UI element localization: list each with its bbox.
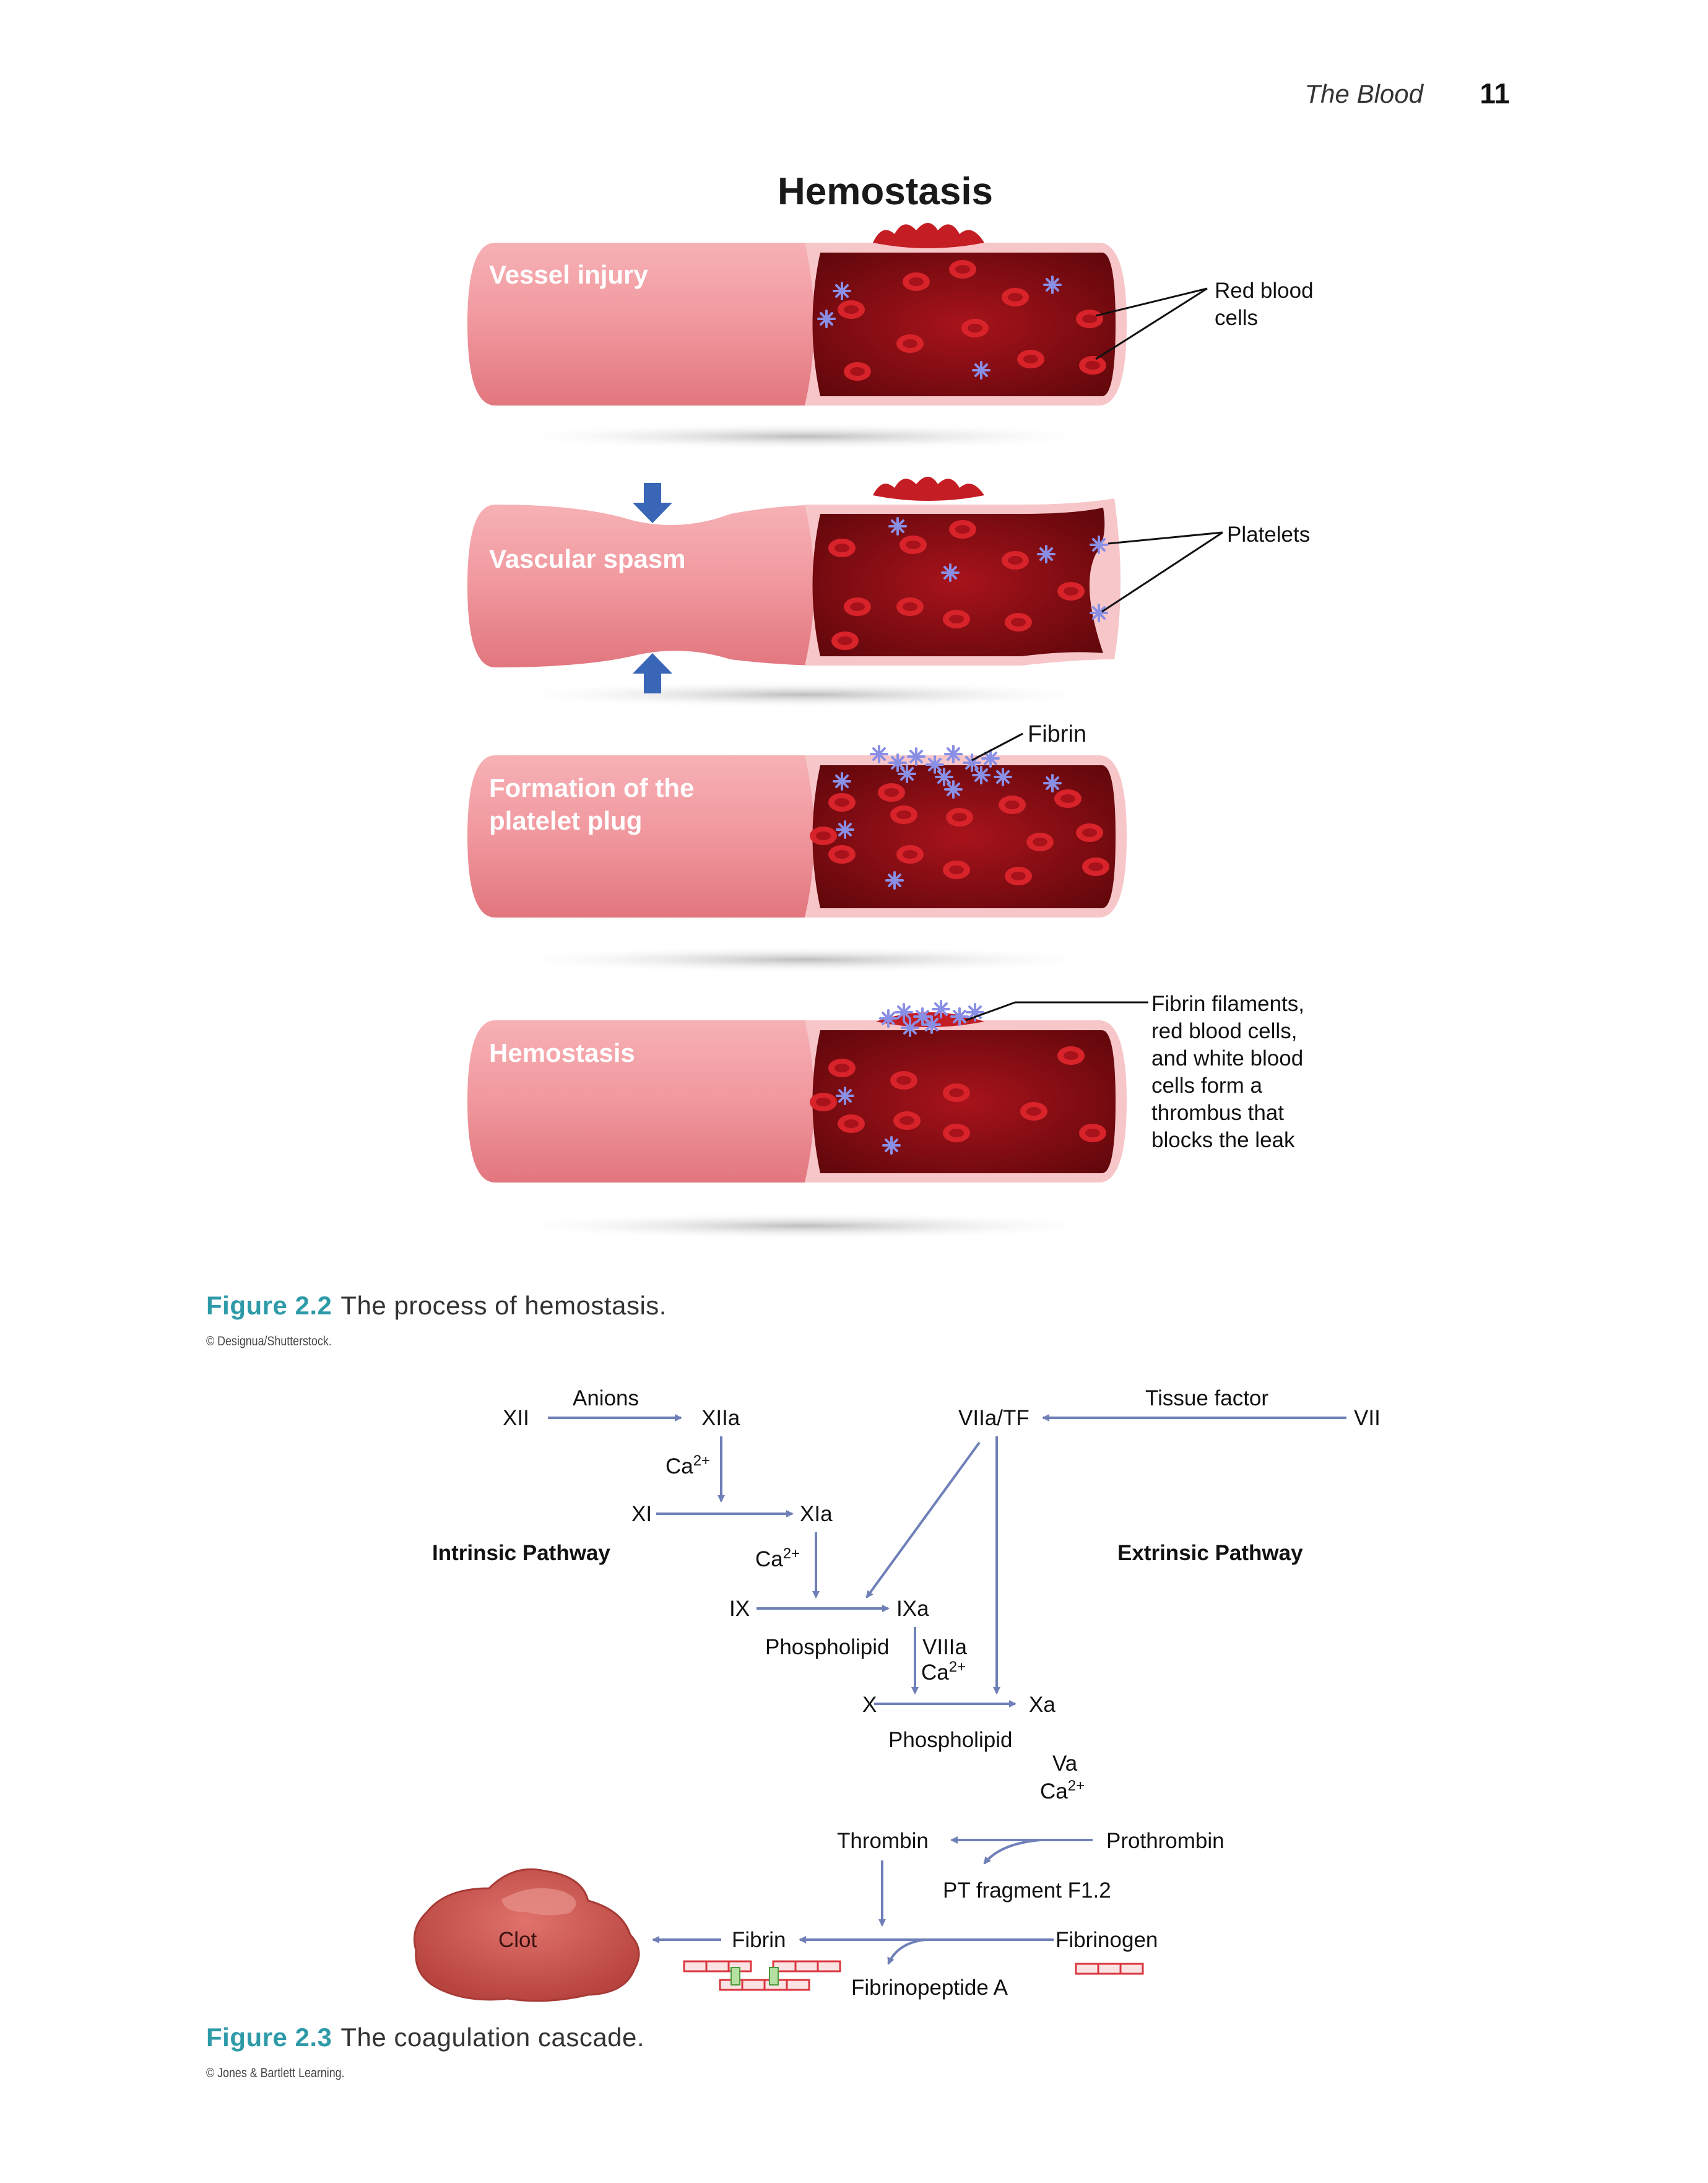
figure-2-2-label: Figure 2.2 [206, 1291, 332, 1320]
stage-label-vascular-spasm: Vascular spasm [489, 544, 686, 573]
node-ca-2-base: Ca [755, 1547, 783, 1571]
callout-red-blood-cells-line2: cells [1215, 306, 1258, 330]
fibrin-crosslink-icon [730, 1967, 779, 1986]
stage-vessel-injury [467, 223, 1127, 450]
node-ca-1: Ca2+ [665, 1452, 710, 1478]
callout-thrombus-line4: cells form a [1151, 1074, 1262, 1098]
hemostasis-title: Hemostasis [778, 170, 993, 213]
callout-red-blood-cells-line1: Red blood [1215, 279, 1314, 303]
node-va: Va [1052, 1751, 1078, 1776]
callout-thrombus: Fibrin filaments, red blood cells, and w… [1151, 992, 1304, 1152]
node-phospholipid-2: Phospholipid [888, 1728, 1012, 1752]
callout-platelets: Platelets [1227, 523, 1310, 547]
node-xi: XI [631, 1502, 652, 1526]
callout-thrombus-line3: and white blood [1151, 1046, 1303, 1070]
node-ca-1-base: Ca [665, 1454, 693, 1478]
node-ca-4-sup: 2+ [1068, 1777, 1085, 1794]
node-xii: XII [503, 1406, 529, 1430]
node-phospholipid-1: Phospholipid [765, 1635, 889, 1659]
node-ixa: IXa [896, 1597, 929, 1621]
callout-thrombus-line5: thrombus that [1151, 1101, 1284, 1125]
node-extrinsic-pathway: Extrinsic Pathway [1117, 1541, 1303, 1565]
stage-platelet-plug [467, 745, 1127, 973]
stage-label-platelet-plug-line2: platelet plug [489, 806, 642, 835]
node-ca-4: Ca2+ [1040, 1777, 1085, 1803]
figure-2-3-text: The coagulation cascade. [340, 2023, 645, 2052]
node-anions: Anions [573, 1386, 639, 1410]
running-title: The Blood [1304, 79, 1423, 108]
callout-thrombus-line1: Fibrin filaments, [1151, 992, 1304, 1016]
fibrinogen-block-icon [1075, 1963, 1144, 1975]
node-xa: Xa [1029, 1693, 1056, 1717]
node-fibrin: Fibrin [732, 1928, 786, 1952]
fibrin-mesh-icon [683, 1960, 841, 1991]
node-ca-2: Ca2+ [755, 1545, 800, 1571]
cascade-labels: XII Anions XIIa Ca2+ XI XIa Intrinsic Pa… [432, 1386, 1381, 2000]
node-vii: VII [1354, 1406, 1381, 1430]
page-number: 11 [1480, 77, 1510, 110]
stage-label-hemostasis: Hemostasis [489, 1038, 635, 1067]
node-intrinsic-pathway: Intrinsic Pathway [432, 1541, 610, 1565]
figure-2-2-caption: Figure 2.2 The process of hemostasis. [206, 1291, 667, 1321]
callout-fibrin: Fibrin [1028, 721, 1086, 747]
node-clot: Clot [498, 1928, 537, 1952]
node-viia-tf: VIIa/TF [958, 1406, 1030, 1430]
node-ca-2-sup: 2+ [783, 1545, 800, 1562]
node-ca-3: Ca2+ [921, 1659, 966, 1685]
callout-thrombus-line2: red blood cells, [1151, 1019, 1297, 1043]
node-ca-4-base: Ca [1040, 1779, 1068, 1803]
figure-2-2-credit: © Designua/Shutterstock. [206, 1334, 332, 1348]
figure-2-3-label: Figure 2.3 [206, 2023, 332, 2052]
stage-label-vessel-injury: Vessel injury [489, 260, 648, 289]
node-ix: IX [729, 1597, 750, 1621]
node-pt-fragment: PT fragment F1.2 [943, 1878, 1111, 1903]
node-prothrombin: Prothrombin [1106, 1829, 1225, 1853]
node-xiia: XIIa [701, 1406, 740, 1430]
node-fibrinopeptide-a: Fibrinopeptide A [851, 1976, 1008, 2000]
node-tissue-factor: Tissue factor [1145, 1386, 1268, 1410]
node-ca-3-sup: 2+ [949, 1659, 966, 1675]
figure-2-3-caption: Figure 2.3 The coagulation cascade. [206, 2023, 644, 2052]
node-xia: XIa [800, 1502, 833, 1526]
node-thrombin: Thrombin [837, 1829, 929, 1853]
stage-vascular-spasm [467, 477, 1121, 708]
stage-hemostasis [467, 1000, 1127, 1239]
figure-2-3-credit: © Jones & Bartlett Learning. [206, 2066, 345, 2080]
cascade-arrows [548, 1414, 1346, 1965]
clot-icon [413, 1868, 640, 2002]
node-ca-1-sup: 2+ [693, 1452, 710, 1469]
callout-leaders [965, 287, 1223, 1022]
callout-thrombus-line6: blocks the leak [1151, 1128, 1295, 1152]
node-x: X [862, 1693, 877, 1717]
stage-label-platelet-plug-line1: Formation of the [489, 773, 694, 802]
node-ca-3-base: Ca [921, 1660, 949, 1685]
node-fibrinogen: Fibrinogen [1056, 1928, 1158, 1952]
figure-2-2-text: The process of hemostasis. [340, 1291, 667, 1320]
node-viiia: VIIIa [922, 1635, 968, 1659]
